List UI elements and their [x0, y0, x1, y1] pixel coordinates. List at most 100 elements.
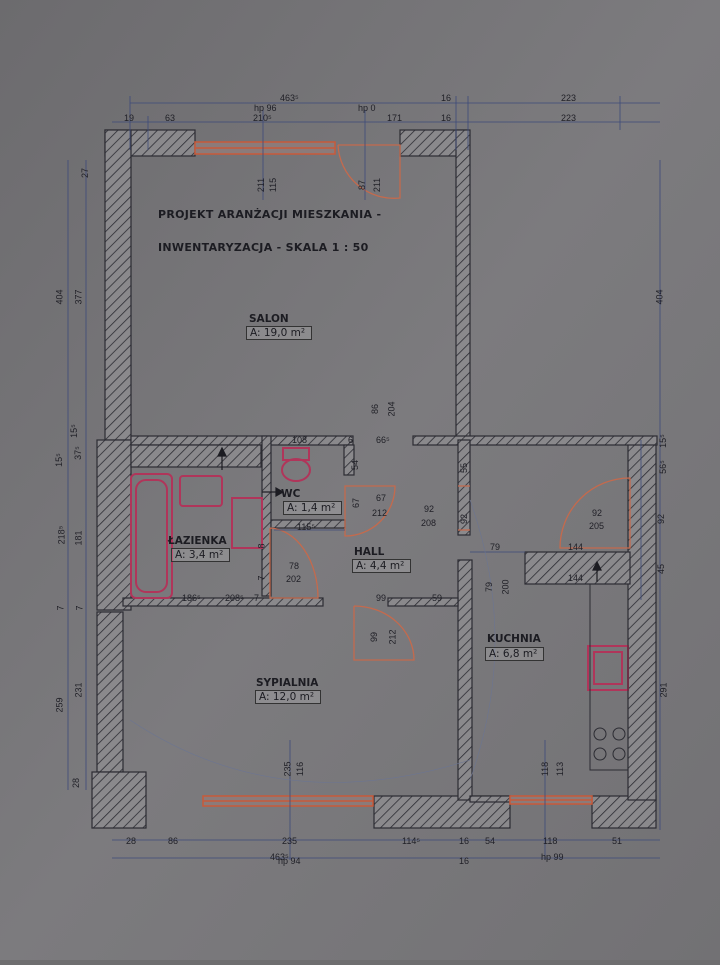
dim-left-377: 377 [73, 289, 84, 305]
dim-left-231: 231 [73, 682, 84, 698]
dim-k-92b: 92 [592, 508, 603, 518]
dim-right-291: 291 [658, 682, 669, 698]
dim-right-404: 404 [654, 289, 665, 305]
dim-bottom-51: 51 [612, 836, 623, 846]
dim-right-92: 92 [656, 513, 667, 525]
dim-b-99: 99 [376, 593, 387, 603]
plan-subtitle: INWENTARYZACJA - SKALA 1 : 50 [158, 241, 369, 254]
dim-win-115: 115 [268, 177, 279, 193]
dim-top-hp0: hp 0 [358, 103, 376, 113]
dim-b-202: 202 [286, 574, 302, 584]
dim-left-181: 181 [73, 530, 84, 546]
dim-k-92a: 92 [459, 513, 470, 525]
dim-wc-54: 54 [350, 459, 361, 471]
dim-hall-door-67: 67 [376, 493, 387, 503]
dim-bottom-28: 28 [126, 836, 137, 846]
dim-bottom-16b: 16 [459, 856, 470, 866]
doors [269, 144, 631, 661]
dim-left-37: 37⁵ [72, 446, 83, 460]
walls [91, 129, 658, 829]
dim-hall-208: 208 [421, 518, 437, 528]
dim-top-16a: 16 [441, 93, 452, 103]
dim-bottom-hp99: hp 99 [541, 852, 564, 862]
dim-wc-66: 66⁵ [376, 435, 390, 445]
dim-s-116: 116 [295, 761, 306, 777]
dim-top-63: 63 [165, 113, 176, 123]
dim-top-210: 210⁵ [253, 113, 272, 123]
dim-b-78: 78 [289, 561, 300, 571]
kitchen-counter [589, 583, 629, 771]
dim-left-15a: 15⁵ [68, 424, 79, 438]
room-name-sypialnia: SYPIALNIA [256, 677, 319, 689]
dim-86: 86 [370, 403, 381, 415]
dim-right-56: 56⁵ [657, 460, 668, 474]
dim-top-hp96: hp 96 [254, 103, 277, 113]
dim-left-27: 27 [80, 167, 91, 179]
dim-top-171: 171 [387, 113, 403, 123]
room-name-salon: SALON [249, 313, 289, 325]
room-name-kuchnia: KUCHNIA [487, 633, 541, 645]
dim-k-55: 55 [459, 462, 470, 474]
dim-left-28: 28 [71, 777, 82, 789]
dim-k-144a: 144 [568, 542, 584, 552]
dim-left-15b: 15⁵ [53, 453, 64, 467]
dim-hall-92: 92 [424, 504, 435, 514]
dim-top-overall: 463⁵ [280, 93, 299, 103]
dim-top-223a: 223 [561, 93, 577, 103]
room-name-wc: WC [281, 488, 301, 500]
dim-hall-door-212: 212 [372, 508, 388, 518]
room-area-wc: A: 1,4 m² [283, 501, 343, 515]
dim-bottom-118: 118 [543, 836, 558, 846]
dim-k-79: 79 [490, 542, 501, 552]
room-name-hall: HALL [354, 546, 385, 558]
dim-top-16b: 16 [441, 113, 452, 123]
plan-title: PROJEKT ARANŻACJI MIESZKANIA - [158, 208, 382, 221]
dim-k-200: 200 [500, 579, 511, 595]
dim-wc-6: 6 [348, 435, 354, 445]
dim-wc-108: 108 [292, 435, 308, 445]
room-area-salon: A: 19,0 m² [246, 326, 313, 340]
dim-left-259: 259 [54, 697, 65, 713]
room-area-lazienka: A: 3,4 m² [171, 548, 231, 562]
dim-bottom-hp94: hp 94 [278, 856, 301, 866]
dim-s-235: 235 [282, 761, 293, 777]
dim-s-212: 212 [387, 629, 398, 645]
dim-s-99: 99 [369, 631, 380, 643]
dim-left-404: 404 [54, 289, 65, 305]
dimension-lines [67, 96, 661, 860]
dim-bottom-114: 114⁵ [402, 836, 421, 846]
fixtures [130, 447, 629, 691]
dim-k-205: 205 [589, 521, 605, 531]
dim-top-223b: 223 [561, 113, 577, 123]
windows [194, 141, 593, 807]
room-name-lazienka: ŁAZIENKA [168, 535, 227, 547]
dim-left-218: 218⁵ [56, 525, 67, 545]
dim-b-8: 8 [256, 543, 267, 549]
dim-b-208: 208⁵ [225, 593, 244, 603]
dim-bottom-overall: 463⁵ [270, 852, 289, 862]
dim-b-59: 59 [432, 593, 443, 603]
dim-left-7a: 7 [55, 605, 66, 611]
dim-right-15: 15⁵ [657, 434, 668, 448]
dim-k-144b: 144 [568, 573, 584, 583]
dim-k-113: 113 [555, 761, 566, 777]
dim-door-211b: 211 [372, 177, 383, 193]
dim-wc-67: 67 [351, 497, 362, 509]
dim-wc-115: 115⁵ [297, 522, 316, 532]
dim-bottom-16: 16 [459, 836, 470, 846]
dim-top-19: 19 [124, 113, 135, 123]
dim-bottom-54: 54 [485, 836, 496, 846]
room-area-sypialnia: A: 12,0 m² [255, 690, 322, 704]
dim-left-7b: 7 [74, 605, 85, 611]
dim-b-186: 186⁵ [182, 593, 201, 603]
room-area-hall: A: 4,4 m² [352, 559, 412, 573]
dim-204: 204 [386, 401, 397, 417]
dim-door-87: 87 [357, 179, 368, 191]
dim-k-79v: 79 [484, 581, 495, 593]
room-area-kuchnia: A: 6,8 m² [485, 647, 545, 661]
dim-bottom-86: 86 [168, 836, 179, 846]
dim-win-211a: 211 [256, 177, 267, 193]
dim-bottom-235: 235 [282, 836, 298, 846]
